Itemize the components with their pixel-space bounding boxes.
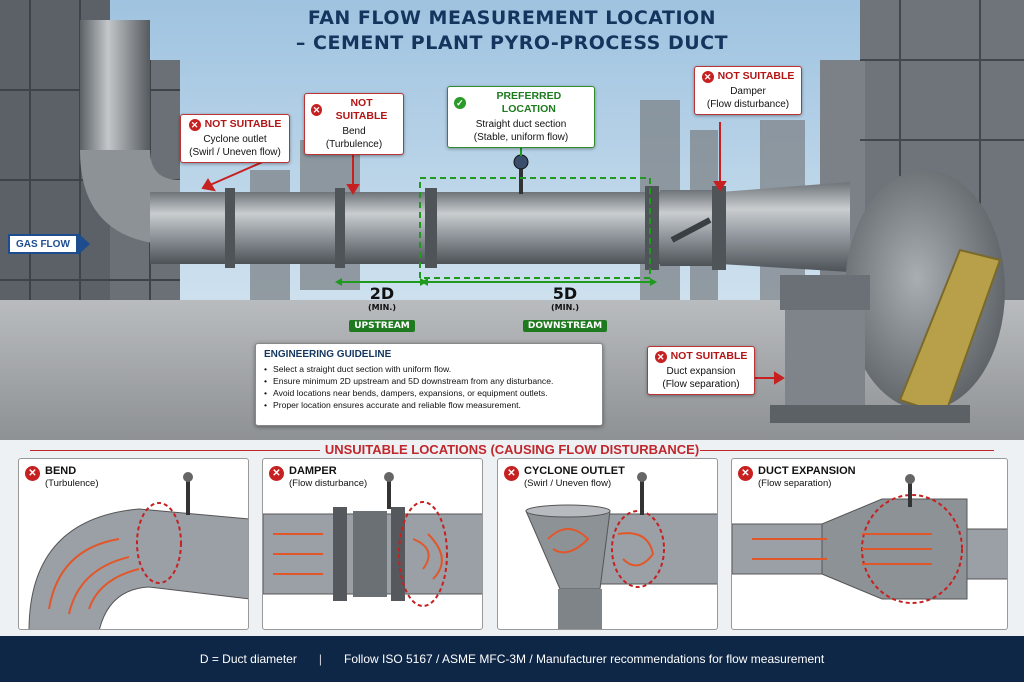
gas-flow-label: GAS FLOW [8, 234, 78, 254]
panel-title: DUCT EXPANSION [758, 465, 856, 477]
footer-separator: | [318, 652, 322, 666]
panel-subtitle: (Flow separation) [758, 478, 832, 489]
divider [700, 450, 994, 451]
dimension-label: DOWNSTREAM [522, 320, 608, 332]
divider [30, 450, 320, 451]
callout-line1: Straight duct section [475, 119, 567, 130]
callout-line1: Duct expansion [666, 366, 736, 377]
x-icon: ✕ [504, 466, 519, 481]
panel-title: DAMPER [289, 465, 337, 477]
arrow-right-icon [77, 233, 90, 255]
title-line-1: FAN FLOW MEASUREMENT LOCATION [307, 7, 717, 29]
callout-tag: NOT SUITABLE [204, 118, 282, 130]
footer-bar: D = Duct diameter | Follow ISO 5167 / AS… [0, 636, 1024, 682]
panel-damper: ✕ DAMPER (Flow disturbance) [262, 458, 483, 630]
dimension-downstream: 5D (MIN.) DOWNSTREAM [520, 284, 610, 332]
damper-illustration [263, 472, 482, 607]
x-icon: ✕ [701, 70, 714, 83]
title-line-2: – CEMENT PLANT PYRO-PROCESS DUCT [295, 32, 729, 54]
dimension-min: (MIN.) [551, 303, 579, 312]
callout-line1: Damper [730, 86, 766, 97]
guideline-list: Select a straight duct section with unif… [264, 363, 594, 411]
callout-preferred-location: ✓ PREFERRED LOCATION Straight duct sectio… [447, 86, 595, 148]
callout-cyclone-outlet: ✕NOT SUITABLE Cyclone outlet (Swirl / Un… [180, 114, 290, 163]
x-icon: ✕ [25, 466, 40, 481]
dimension-label: UPSTREAM [349, 320, 415, 332]
cyclone-outlet-illustration [525, 472, 717, 629]
panel-title: CYCLONE OUTLET [524, 465, 625, 477]
dimension-value: 2D [369, 284, 395, 303]
duct-expansion-illustration [732, 474, 1007, 604]
gas-flow-indicator: GAS FLOW [8, 233, 100, 255]
callout-tag: NOT SUITABLE [670, 350, 748, 362]
plant-scene [0, 0, 1024, 440]
check-icon: ✓ [454, 97, 466, 109]
panel-title: BEND [45, 465, 77, 477]
guideline-item: Avoid locations near bends, dampers, exp… [264, 387, 594, 399]
guideline-item: Select a straight duct section with unif… [264, 363, 594, 375]
callout-line1: Bend [342, 126, 366, 137]
dimension-upstream: 2D (MIN.) UPSTREAM [344, 284, 420, 332]
engineering-guideline-box: ENGINEERING GUIDELINE Select a straight … [255, 343, 603, 426]
panel-subtitle: (Turbulence) [45, 478, 99, 489]
callout-line2: (Flow disturbance) [706, 99, 790, 110]
callout-line1: Cyclone outlet [203, 134, 267, 145]
guideline-heading: ENGINEERING GUIDELINE [264, 349, 392, 360]
panel-cyclone-outlet: ✕ CYCLONE OUTLET (Swirl / Uneven flow) [497, 458, 718, 630]
callout-line2: (Stable, uniform flow) [473, 132, 569, 143]
plant-illustration [0, 0, 1024, 440]
footer-definition: D = Duct diameter [199, 652, 297, 666]
x-icon: ✕ [654, 350, 667, 363]
callout-line2: (Flow separation) [662, 379, 740, 390]
panel-duct-expansion: ✕ DUCT EXPANSION (Flow separation) [731, 458, 1008, 630]
bend-illustration [28, 472, 248, 629]
x-icon: ✕ [269, 466, 284, 481]
dimension-value: 5D [552, 284, 578, 303]
callout-line2: (Turbulence) [325, 139, 383, 150]
dimension-min: (MIN.) [368, 303, 396, 312]
footer-standards: Follow ISO 5167 / ASME MFC-3M / Manufact… [343, 652, 825, 666]
guideline-item: Proper location ensures accurate and rel… [264, 399, 594, 411]
callout-tag: NOT SUITABLE [335, 97, 388, 122]
page-title: FAN FLOW MEASUREMENT LOCATION – CEMENT P… [0, 6, 1024, 56]
guideline-item: Ensure minimum 2D upstream and 5D downst… [264, 375, 594, 387]
callout-tag: NOT SUITABLE [717, 70, 795, 82]
panel-bend: ✕ BEND (Turbulence) [18, 458, 249, 630]
x-icon: ✕ [188, 118, 201, 131]
callout-damper: ✕NOT SUITABLE Damper (Flow disturbance) [694, 66, 802, 115]
panel-subtitle: (Swirl / Uneven flow) [524, 478, 612, 489]
callout-tag: PREFERRED LOCATION [496, 90, 562, 115]
x-icon: ✕ [738, 466, 753, 481]
unsuitable-title-text: UNSUITABLE LOCATIONS (CAUSING FLOW DISTU… [324, 442, 700, 457]
panel-subtitle: (Flow disturbance) [289, 478, 368, 489]
x-icon: ✕ [311, 104, 323, 116]
callout-bend: ✕ NOT SUITABLE Bend (Turbulence) [304, 93, 404, 155]
unsuitable-locations-title: UNSUITABLE LOCATIONS (CAUSING FLOW DISTU… [0, 441, 1024, 459]
callout-duct-expansion: ✕NOT SUITABLE Duct expansion (Flow separ… [647, 346, 755, 395]
callout-line2: (Swirl / Uneven flow) [189, 147, 281, 158]
